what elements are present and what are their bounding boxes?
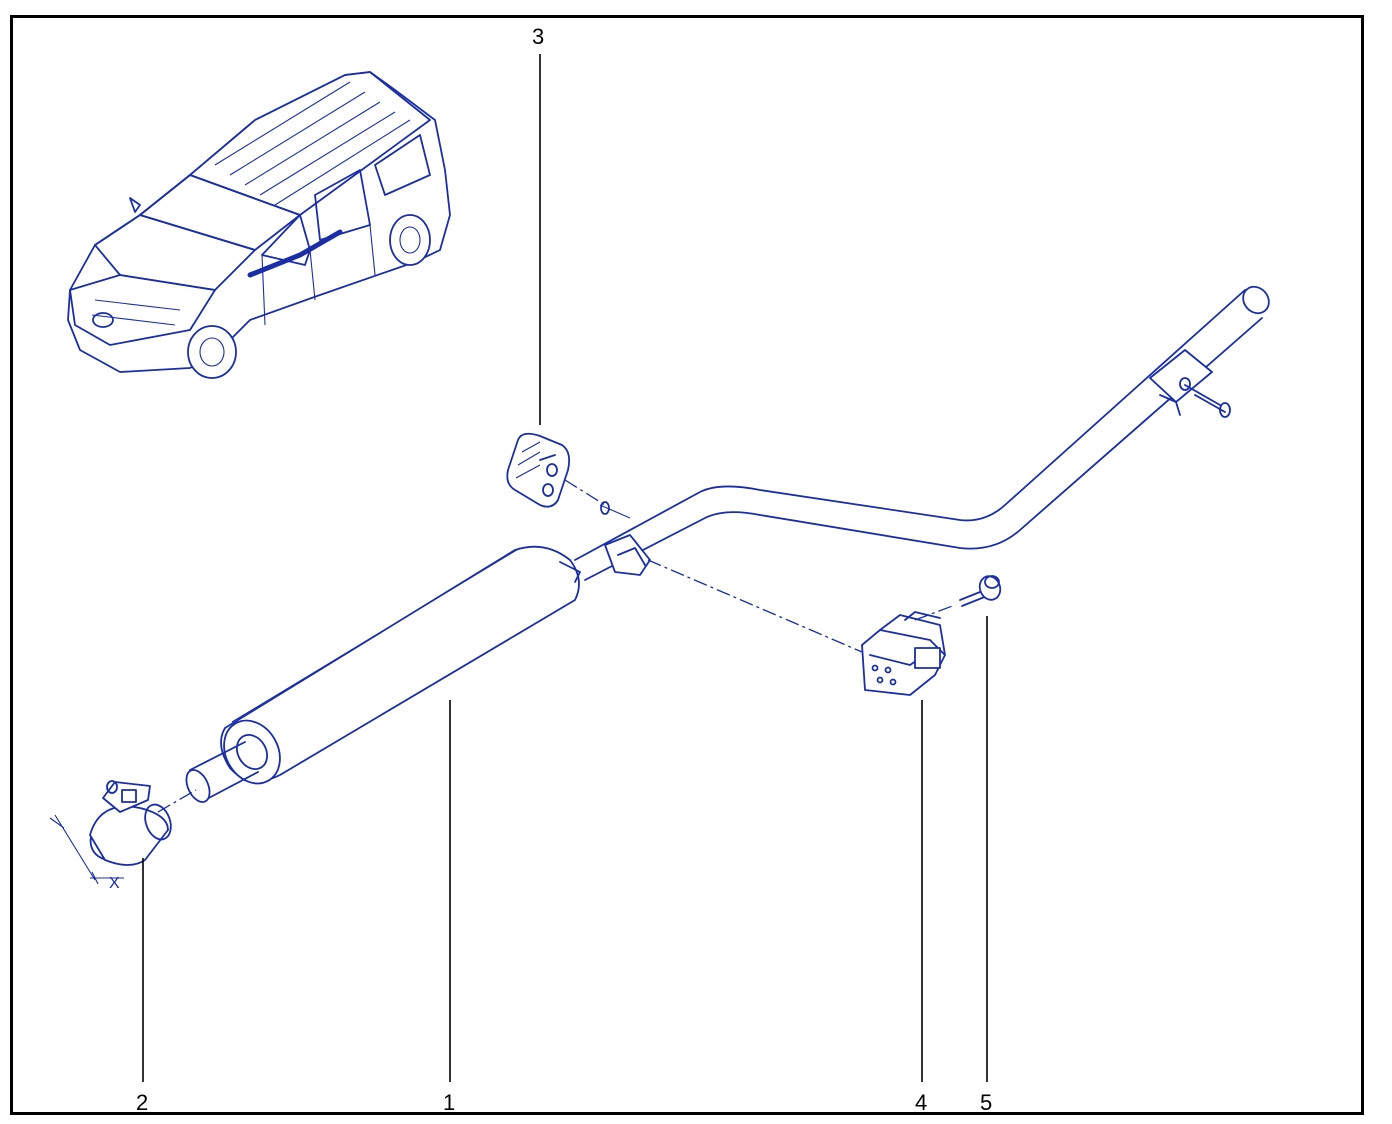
callout-1: 1 [443,700,455,1115]
callout-label-3: 3 [532,24,544,49]
rubber-mount [506,432,606,508]
callout-3: 3 [532,24,544,425]
bracket [861,611,946,696]
callout-label-1: 1 [443,1090,455,1115]
callout-4: 4 [915,700,927,1115]
callout-label-5: 5 [980,1090,992,1115]
exhaust-pipe [574,285,1270,581]
silencer [185,545,581,803]
callout-label-2: 2 [136,1090,148,1115]
callout-5: 5 [980,616,992,1115]
callout-2: 2 [136,858,148,1115]
vehicle-illustration [67,71,451,379]
bolt [914,575,1002,621]
callout-label-4: 4 [915,1090,927,1115]
clamp: X [49,780,172,892]
dimension-label-x: X [109,875,120,892]
centerline-clamp [157,789,197,813]
vehicle-exhaust-highlight [247,229,343,278]
centerline-bracket [647,559,863,653]
